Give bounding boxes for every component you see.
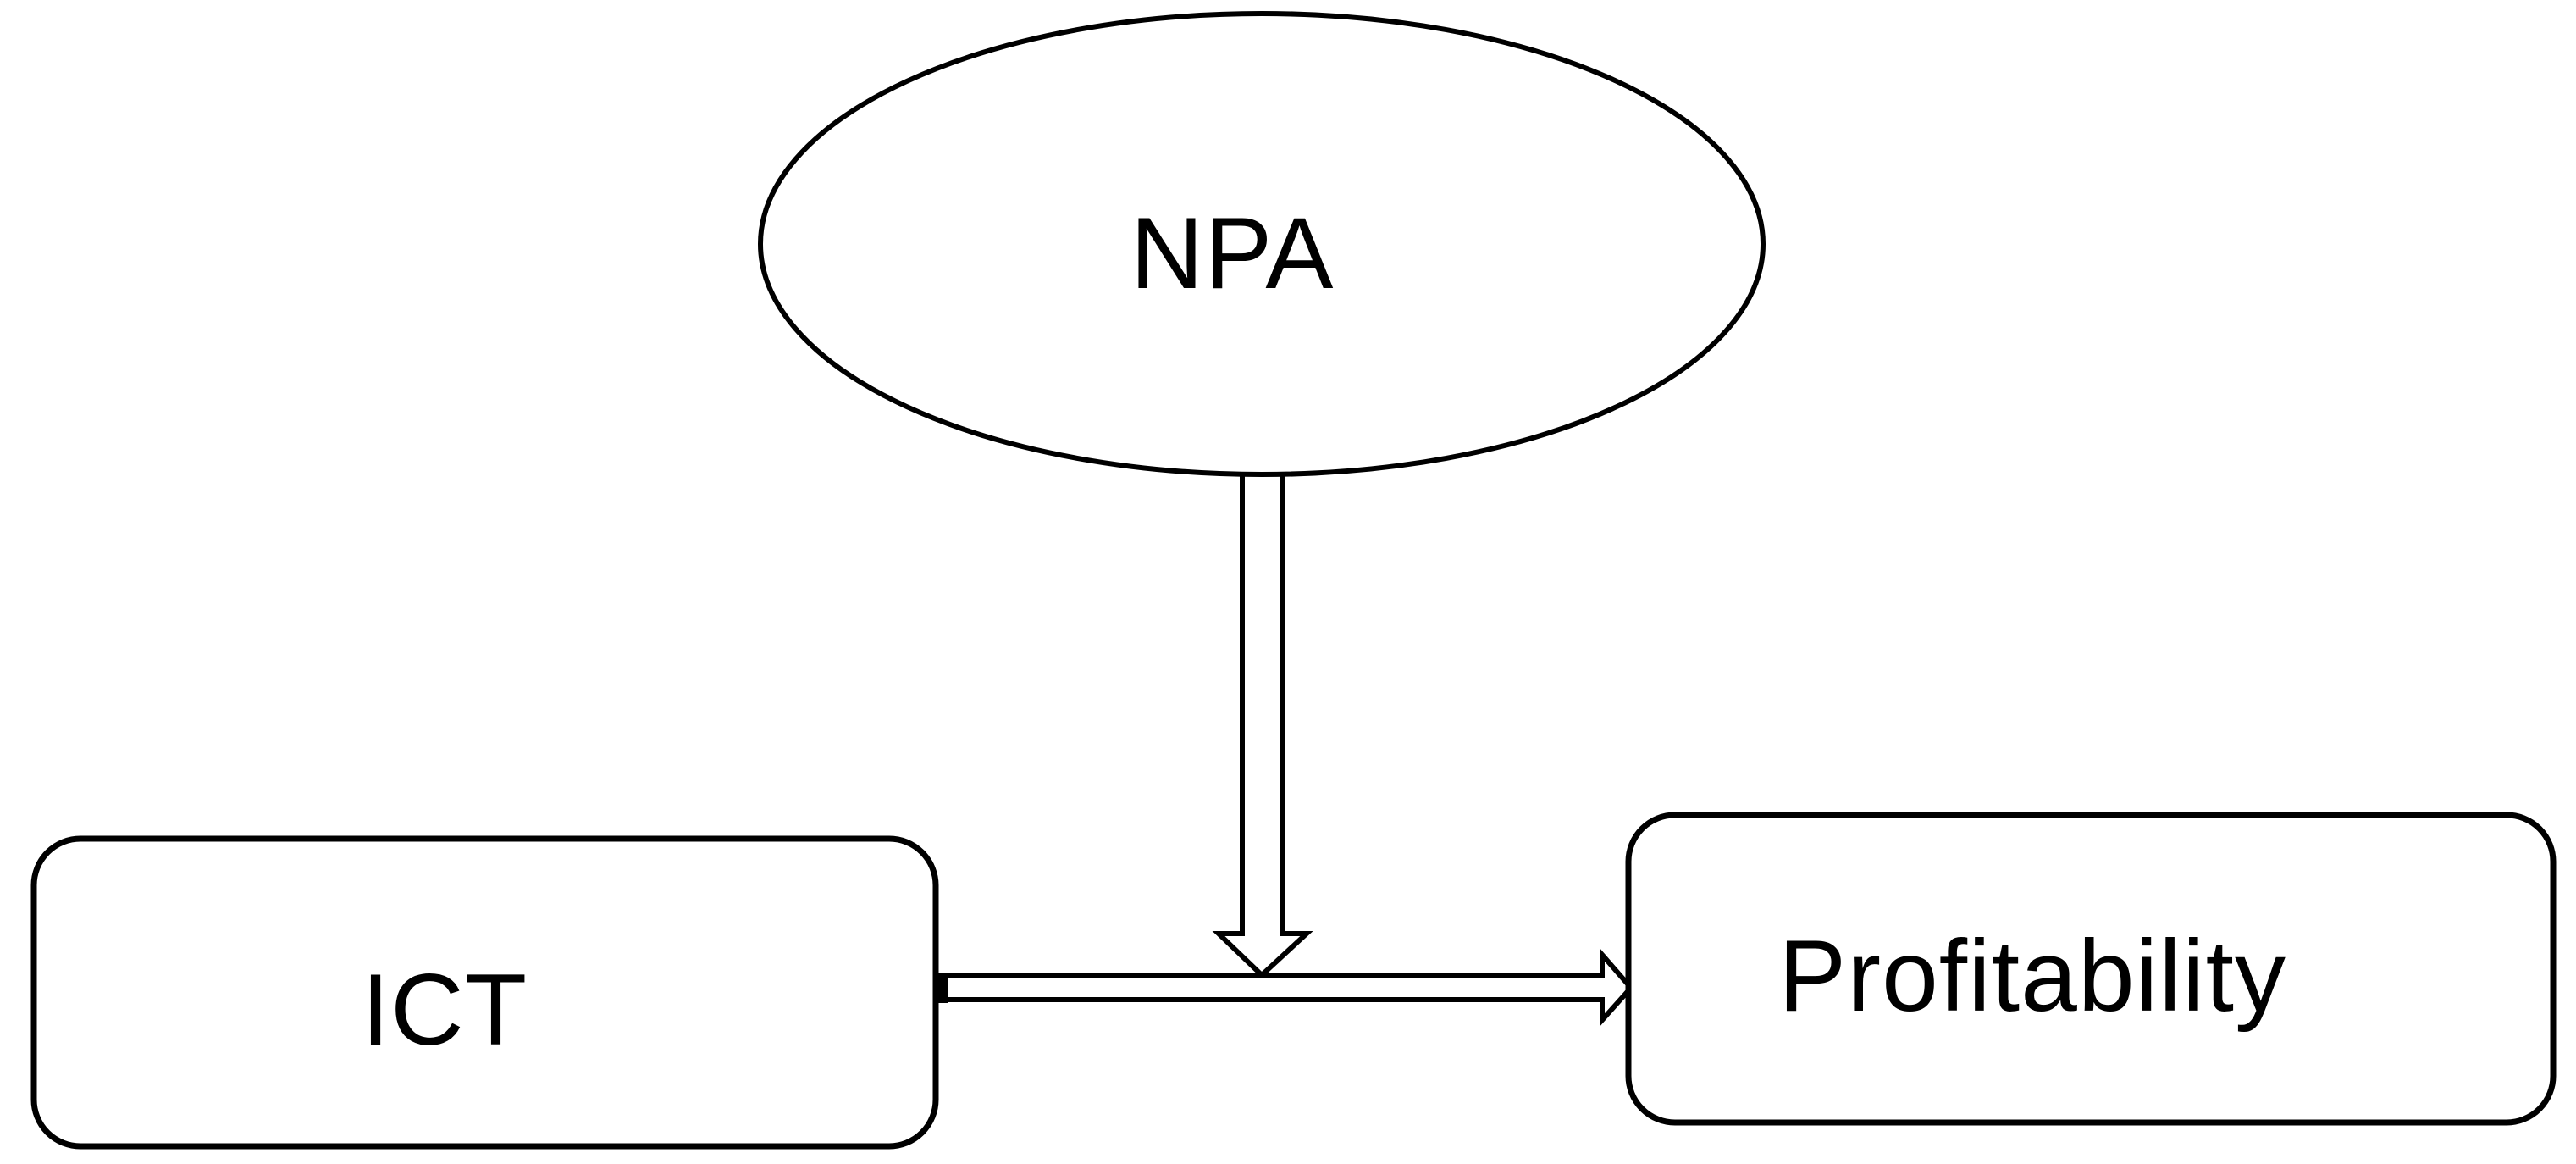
ict-box: [30, 835, 939, 1150]
moderator-node: NPA: [758, 11, 1766, 477]
direct-effect-arrow-bottom-line: [937, 985, 1633, 1027]
direct-effect-arrow-top-line: [937, 947, 1633, 989]
ict-label: ICT: [362, 953, 528, 1067]
npa-ellipse: [758, 11, 1766, 477]
moderation-arrow-right-line: [1259, 471, 1313, 978]
independent-node: ICT: [30, 835, 939, 1150]
dependent-node: Profitability: [1625, 812, 2557, 1126]
npa-label: NPA: [1130, 197, 1335, 310]
profitability-box: [1625, 812, 2557, 1126]
profitability-label: Profitability: [1778, 919, 2286, 1033]
direct-effect-arrow: [931, 947, 1633, 1027]
moderation-arrow: [1212, 471, 1313, 978]
moderation-arrow-left-line: [1212, 471, 1264, 978]
